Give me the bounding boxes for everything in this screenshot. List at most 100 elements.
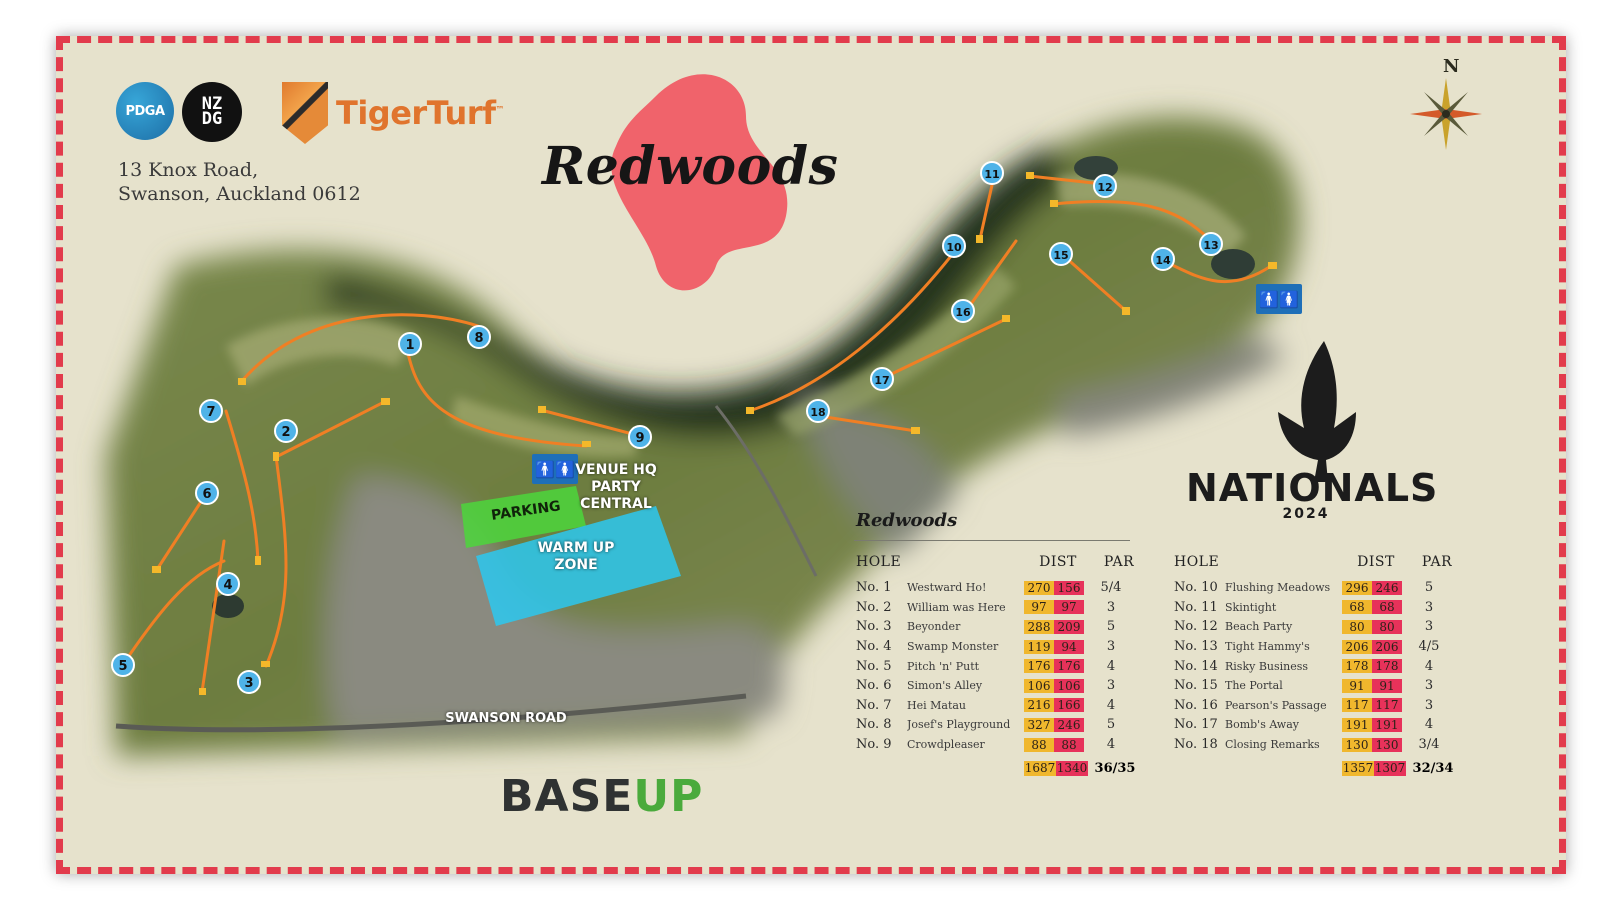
hole-no: No. 16 xyxy=(1174,697,1218,713)
hole-name: Pitch 'n' Putt xyxy=(907,659,980,673)
svg-text:13: 13 xyxy=(1203,239,1218,252)
svg-text:2: 2 xyxy=(281,425,290,440)
hole-d1: 288 xyxy=(1024,619,1054,634)
hole-marker-12[interactable]: 12 xyxy=(1093,174,1117,198)
pond xyxy=(212,594,244,618)
hole-name: Closing Remarks xyxy=(1225,738,1320,752)
hole-marker-18[interactable]: 18 xyxy=(806,399,830,423)
hole-d2: 206 xyxy=(1372,639,1402,654)
hole-name: Swamp Monster xyxy=(907,640,999,654)
hole-no: No. 7 xyxy=(856,697,892,713)
hole-d1: 176 xyxy=(1024,659,1054,674)
baseup-logo: BASEUP xyxy=(500,771,704,822)
hole-par: 4 xyxy=(1106,697,1116,713)
svg-text:16: 16 xyxy=(955,306,971,319)
swanson-road-label: SWANSON ROAD xyxy=(445,711,567,726)
table-header: HOLE DIST PAR xyxy=(1174,554,1453,570)
hole-marker-17[interactable]: 17 xyxy=(870,367,894,391)
hole-no: No. 4 xyxy=(856,639,892,655)
hole-d1: 91 xyxy=(1342,678,1372,693)
hole-marker-1[interactable]: 1 xyxy=(398,332,422,356)
hole-d2: 166 xyxy=(1054,698,1084,713)
swanson-road xyxy=(115,693,747,733)
hole-d1: 97 xyxy=(1024,600,1054,615)
hole-d2: 106 xyxy=(1054,678,1084,693)
hole-d1: 88 xyxy=(1024,737,1054,752)
hole-d2: 191 xyxy=(1372,717,1402,732)
hole-par: 3 xyxy=(1106,678,1116,694)
back-total-row: 1357 1307 32/34 xyxy=(1342,760,1454,776)
hole-marker-5[interactable]: 5 xyxy=(111,653,135,677)
pdga-logo: PDGA xyxy=(116,82,174,140)
svg-text:6: 6 xyxy=(202,487,211,502)
svg-text:14: 14 xyxy=(1155,254,1171,267)
hole-par: 3 xyxy=(1424,599,1434,615)
hole-marker-7[interactable]: 7 xyxy=(199,399,223,423)
hole-marker-6[interactable]: 6 xyxy=(195,481,219,505)
hole-d2: 68 xyxy=(1372,600,1402,615)
svg-text:3: 3 xyxy=(244,676,253,691)
tigerturf-logo: TigerTurf™ xyxy=(282,82,504,144)
svg-text:11: 11 xyxy=(984,168,999,181)
hole-marker-13[interactable]: 13 xyxy=(1199,232,1223,256)
hole-d1: 178 xyxy=(1342,659,1372,674)
svg-text:15: 15 xyxy=(1053,249,1068,262)
svg-text:18: 18 xyxy=(810,406,825,419)
hole-name: Flushing Meadows xyxy=(1225,581,1330,595)
svg-text:9: 9 xyxy=(635,431,644,446)
hole-d2: 130 xyxy=(1372,737,1402,752)
restroom-icon: 🚹🚺 xyxy=(1256,284,1302,314)
hole-no: No. 17 xyxy=(1174,717,1218,733)
hole-no: No. 9 xyxy=(856,737,892,753)
hole-marker-9[interactable]: 9 xyxy=(628,425,652,449)
hole-d2: 80 xyxy=(1372,619,1402,634)
hole-name: The Portal xyxy=(1225,679,1283,693)
hole-marker-16[interactable]: 16 xyxy=(951,299,975,323)
hole-paths xyxy=(122,174,1273,694)
hole-name: Josef's Playground xyxy=(907,718,1011,732)
hole-name: Hei Matau xyxy=(907,698,967,712)
hole-marker-15[interactable]: 15 xyxy=(1049,242,1073,266)
hole-par: 5 xyxy=(1106,717,1116,733)
hole-no: No. 14 xyxy=(1174,658,1218,674)
hole-marker-3[interactable]: 3 xyxy=(237,670,261,694)
warm-up-zone-label: WARM UP ZONE xyxy=(537,540,615,573)
course-title: Redwoods xyxy=(542,136,839,197)
hole-par: 4 xyxy=(1106,737,1116,753)
hole-marker-14[interactable]: 14 xyxy=(1151,247,1175,271)
course-map-poster: 1 2 3 4 5 6 7 8 9 10 11 12 13 14 15 16 1… xyxy=(56,36,1566,874)
hole-par: 4/5 xyxy=(1418,639,1440,655)
svg-text:8: 8 xyxy=(474,331,483,346)
venue-hq-label: VENUE HQ PARTY CENTRAL xyxy=(575,462,657,512)
hole-no: No. 8 xyxy=(856,717,892,733)
svg-text:1: 1 xyxy=(405,338,414,353)
warm-up-zone xyxy=(476,506,681,626)
pond xyxy=(1074,156,1118,180)
parking-zone xyxy=(461,486,586,548)
hole-par: 5 xyxy=(1424,580,1434,596)
hole-no: No. 11 xyxy=(1174,599,1218,615)
hole-name: Skintight xyxy=(1225,600,1277,614)
hole-marker-4[interactable]: 4 xyxy=(216,572,240,596)
hole-d2: 117 xyxy=(1372,698,1402,713)
hole-par: 4 xyxy=(1424,658,1434,674)
hole-marker-2[interactable]: 2 xyxy=(274,419,298,443)
hole-d2: 88 xyxy=(1054,737,1084,752)
hole-marker-10[interactable]: 10 xyxy=(942,234,966,258)
hole-no: No. 6 xyxy=(856,678,892,694)
hole-name: Westward Ho! xyxy=(907,581,987,595)
svg-text:N: N xyxy=(1443,56,1459,77)
hole-marker-8[interactable]: 8 xyxy=(467,325,491,349)
hole-par: 5 xyxy=(1106,619,1116,635)
hole-marker-11[interactable]: 11 xyxy=(980,161,1004,185)
